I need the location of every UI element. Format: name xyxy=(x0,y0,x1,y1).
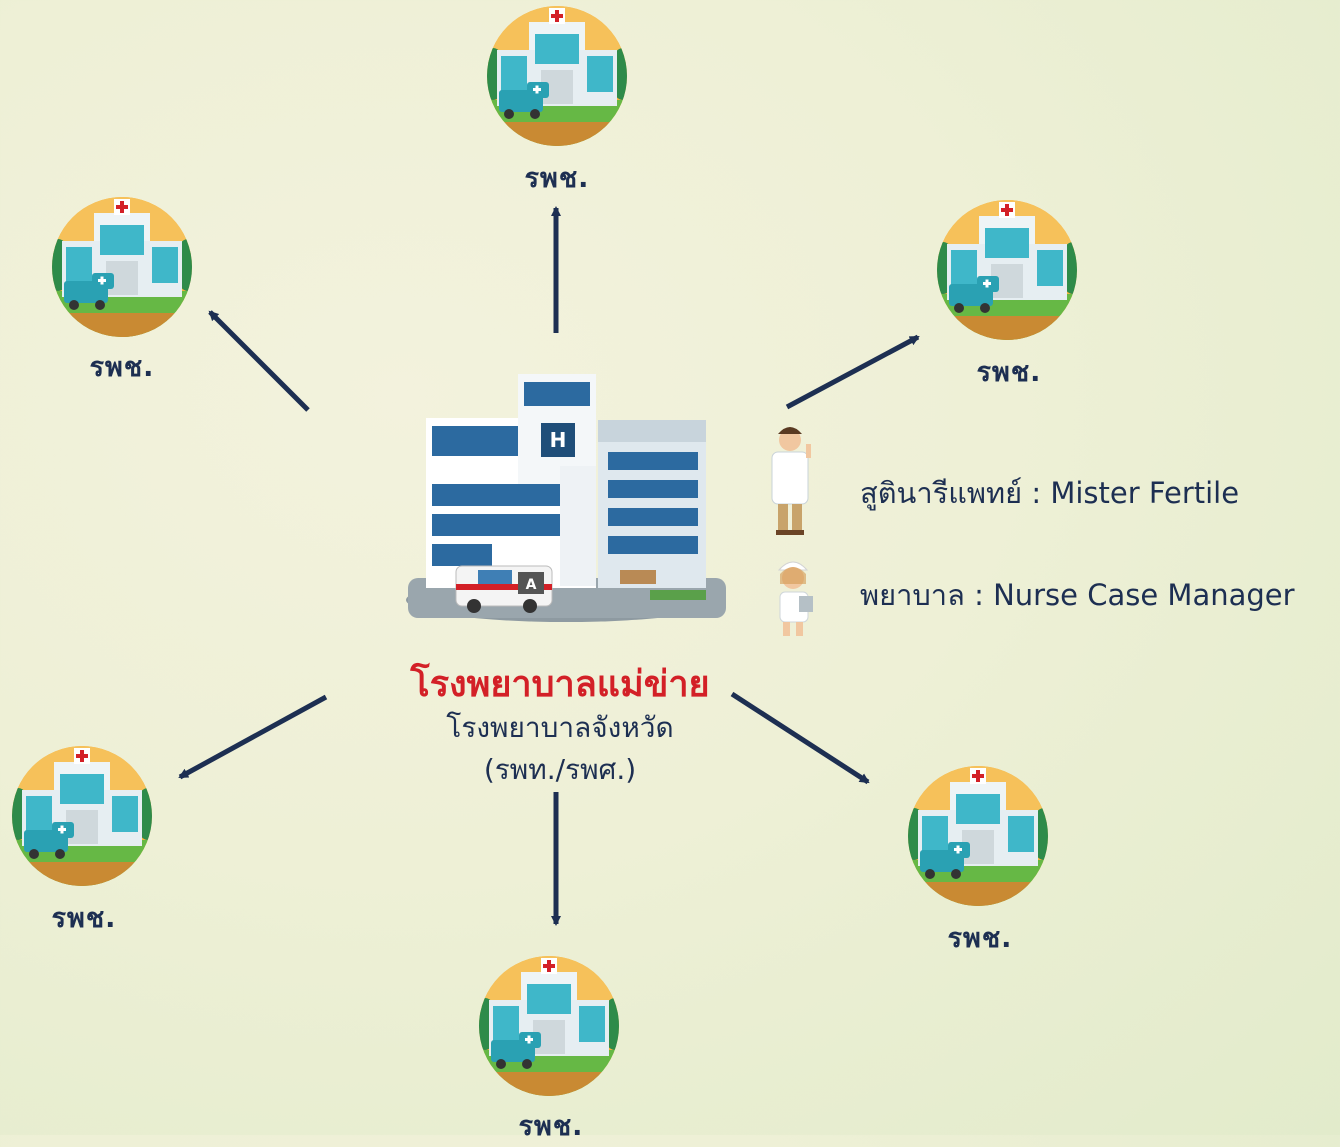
arrow-bottom-right xyxy=(730,691,870,785)
arrow-bottom-left xyxy=(178,694,328,780)
node-label-bottom-right: รพช. xyxy=(947,923,1013,954)
hospital-icon-bottom-right xyxy=(900,764,1058,908)
nurse-icon xyxy=(777,561,813,636)
nurse-role-text: พยาบาล : Nurse Case Manager xyxy=(860,578,1295,612)
hospital-icon-top xyxy=(479,4,637,148)
building-h-letter: H xyxy=(550,428,567,452)
hub-subtitle-abbrev: (รพท./รพศ.) xyxy=(483,753,637,786)
ambulance-a-letter: A xyxy=(526,577,537,593)
doctor-icon xyxy=(771,427,811,535)
node-label-bottom: รพช. xyxy=(518,1111,584,1142)
main-hospital-illustration xyxy=(406,374,726,622)
hub-title: โรงพยาบาลแม่ข่าย xyxy=(410,664,710,705)
arrow-top-right xyxy=(785,334,920,410)
hospital-icon-bottom-left xyxy=(4,744,162,888)
node-label-top: รพช. xyxy=(524,163,590,194)
node-label-top-right: รพช. xyxy=(976,357,1042,388)
node-label-bottom-left: รพช. xyxy=(51,903,117,934)
node-label-top-left: รพช. xyxy=(89,352,155,383)
hospital-icon-top-right xyxy=(929,198,1087,342)
hospital-icon-bottom xyxy=(471,954,629,1098)
hub-subtitle: โรงพยาบาลจังหวัด xyxy=(446,711,674,744)
hospital-icon-top-left xyxy=(44,195,202,339)
arrow-top-left xyxy=(208,310,310,412)
doctor-role-text: สูตินารีแพทย์ : Mister Fertile xyxy=(860,476,1240,510)
